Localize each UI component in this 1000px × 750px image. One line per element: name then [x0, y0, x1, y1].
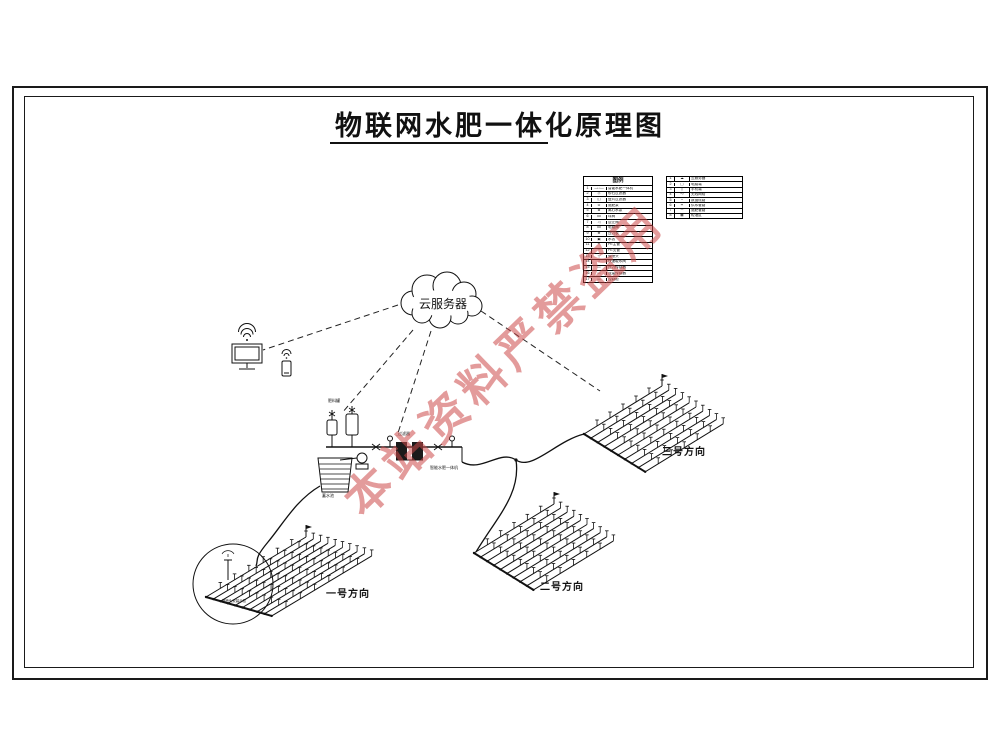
- legend-symbol: ─: [675, 209, 690, 213]
- legend-row: 1 —□— 智能水肥一体机: [584, 186, 652, 192]
- irrigation-field-3: [582, 374, 725, 473]
- legend-row: 8 ⋈ 电磁阀: [584, 226, 652, 232]
- legend-row: 2 ◇ 砂石过滤器: [584, 192, 652, 198]
- fertilizer-tank-label: 肥料罐: [328, 398, 340, 403]
- detail-note: 微喷头安装示意: [221, 599, 247, 603]
- legend-row: 17 ▭ 控制柜: [585, 276, 619, 282]
- inner-border: [24, 96, 974, 668]
- legend-symbol: ━: [592, 243, 607, 248]
- computer-icon: [231, 323, 263, 370]
- legend-symbol: ▯: [675, 187, 690, 192]
- legend-row: 16 ▭ 流量传感器: [584, 271, 652, 277]
- legend-symbol: ⋈: [592, 214, 607, 219]
- legend-row: 6 ⋈ 球阀: [584, 214, 652, 221]
- filter-label: 过滤器: [398, 431, 410, 436]
- wireless-links: [262, 304, 601, 437]
- legend-row: 12 ─ PE支管: [584, 248, 652, 255]
- legend-row: 6 ━ 供水管路: [667, 203, 742, 209]
- legend-row: 4 ⊙ 施肥泵: [584, 203, 652, 209]
- legend-symbol: ▭: [592, 271, 607, 276]
- legend-row: 4 〜 无线网络: [667, 193, 742, 199]
- irrigation-field-1: [204, 525, 374, 618]
- legend-row: 8 ▦ 轮灌区: [667, 214, 742, 219]
- legend-row: 7 ◁ 逆止阀: [584, 220, 652, 226]
- legend-symbol: ─: [592, 249, 607, 253]
- water-pool-label: 蓄水池: [322, 493, 334, 498]
- legend-symbol: ⋈: [592, 226, 607, 230]
- legend-row: 7 ─ 施肥管路: [667, 209, 742, 215]
- legend-symbol: ◁: [592, 220, 607, 225]
- legend-symbol: ━: [675, 203, 690, 208]
- legend-symbol: ⊗: [592, 209, 607, 213]
- field-1-label: 一号方向: [326, 589, 370, 600]
- legend-row: 15 ▭ 压力传感器: [584, 266, 652, 272]
- legend-row: 2 ▢ 电脑端: [667, 182, 742, 188]
- legend-table-right: 1 ☁ 云服务器 2 ▢ 电脑端 3 ▯ 手机端 4: [666, 176, 743, 220]
- drawing-title: 物联网水肥一体化原理图: [335, 111, 665, 141]
- legend-row: 3 ◫ 叠片过滤器: [584, 197, 652, 204]
- legend-symbol: ☁: [675, 177, 690, 181]
- field-3-label: 三号方向: [662, 447, 706, 458]
- legend-symbol: ◫: [592, 197, 607, 202]
- legend-table-left: 图例 1 —□— 智能水肥一体机 2 ◇ 砂石过滤器 3 ◫ 叠片过: [583, 176, 653, 283]
- legend-symbol: 〜: [675, 193, 690, 197]
- legend-symbol: —□—: [592, 186, 607, 191]
- legend-symbol: ╌: [675, 198, 690, 203]
- legend-row: 13 ┬ 微喷头: [584, 254, 652, 260]
- field-supply-pipes: [255, 433, 585, 567]
- legend-symbol: ♁: [592, 260, 607, 265]
- legend-symbol: ◇: [592, 192, 607, 196]
- legend-symbol: ⊕: [592, 232, 607, 236]
- legend-symbol: ┬: [592, 254, 607, 259]
- legend-row: 5 ╌ 数据线路: [667, 198, 742, 204]
- legend-symbol: ⊙: [592, 203, 607, 208]
- legend-row: 14 ♁ 快速取水阀: [584, 260, 652, 266]
- title-underline: [330, 142, 548, 144]
- fertigation-equipment: [317, 406, 463, 493]
- legend-left-rows: 1 —□— 智能水肥一体机 2 ◇ 砂石过滤器 3 ◫ 叠片过滤器 4: [584, 186, 652, 282]
- legend-row: 1 ☁ 云服务器: [667, 177, 742, 183]
- legend-symbol: ▢: [675, 182, 690, 187]
- cloud-server-label: 云服务器: [418, 297, 467, 311]
- machine-label: 智能水肥一体机: [430, 465, 458, 470]
- legend-row: 5 ⊗ 离心水泵: [584, 209, 652, 215]
- field-2-label: 二号方向: [540, 582, 584, 593]
- detail-callout: [192, 543, 274, 625]
- legend-row: 11 ━ PE主管: [584, 243, 652, 249]
- outer-border: [12, 86, 988, 680]
- legend-right-rows: 1 ☁ 云服务器 2 ▢ 电脑端 3 ▯ 手机端 4: [667, 177, 742, 219]
- legend-symbol: ▭: [592, 277, 607, 282]
- legend-title: 图例: [584, 177, 652, 186]
- legend-symbol: ▣: [592, 237, 607, 242]
- phone-icon: [281, 349, 292, 377]
- legend-row: 10 ▣ 水表: [584, 237, 652, 243]
- legend-row: 3 ▯ 手机端: [667, 187, 742, 193]
- legend-symbol: ▭: [592, 266, 607, 270]
- legend-symbol: ▦: [675, 214, 690, 219]
- irrigation-field-2: [472, 492, 616, 592]
- legend-row: 9 ⊕ 压力表: [584, 231, 652, 238]
- cloud-icon: [400, 271, 483, 329]
